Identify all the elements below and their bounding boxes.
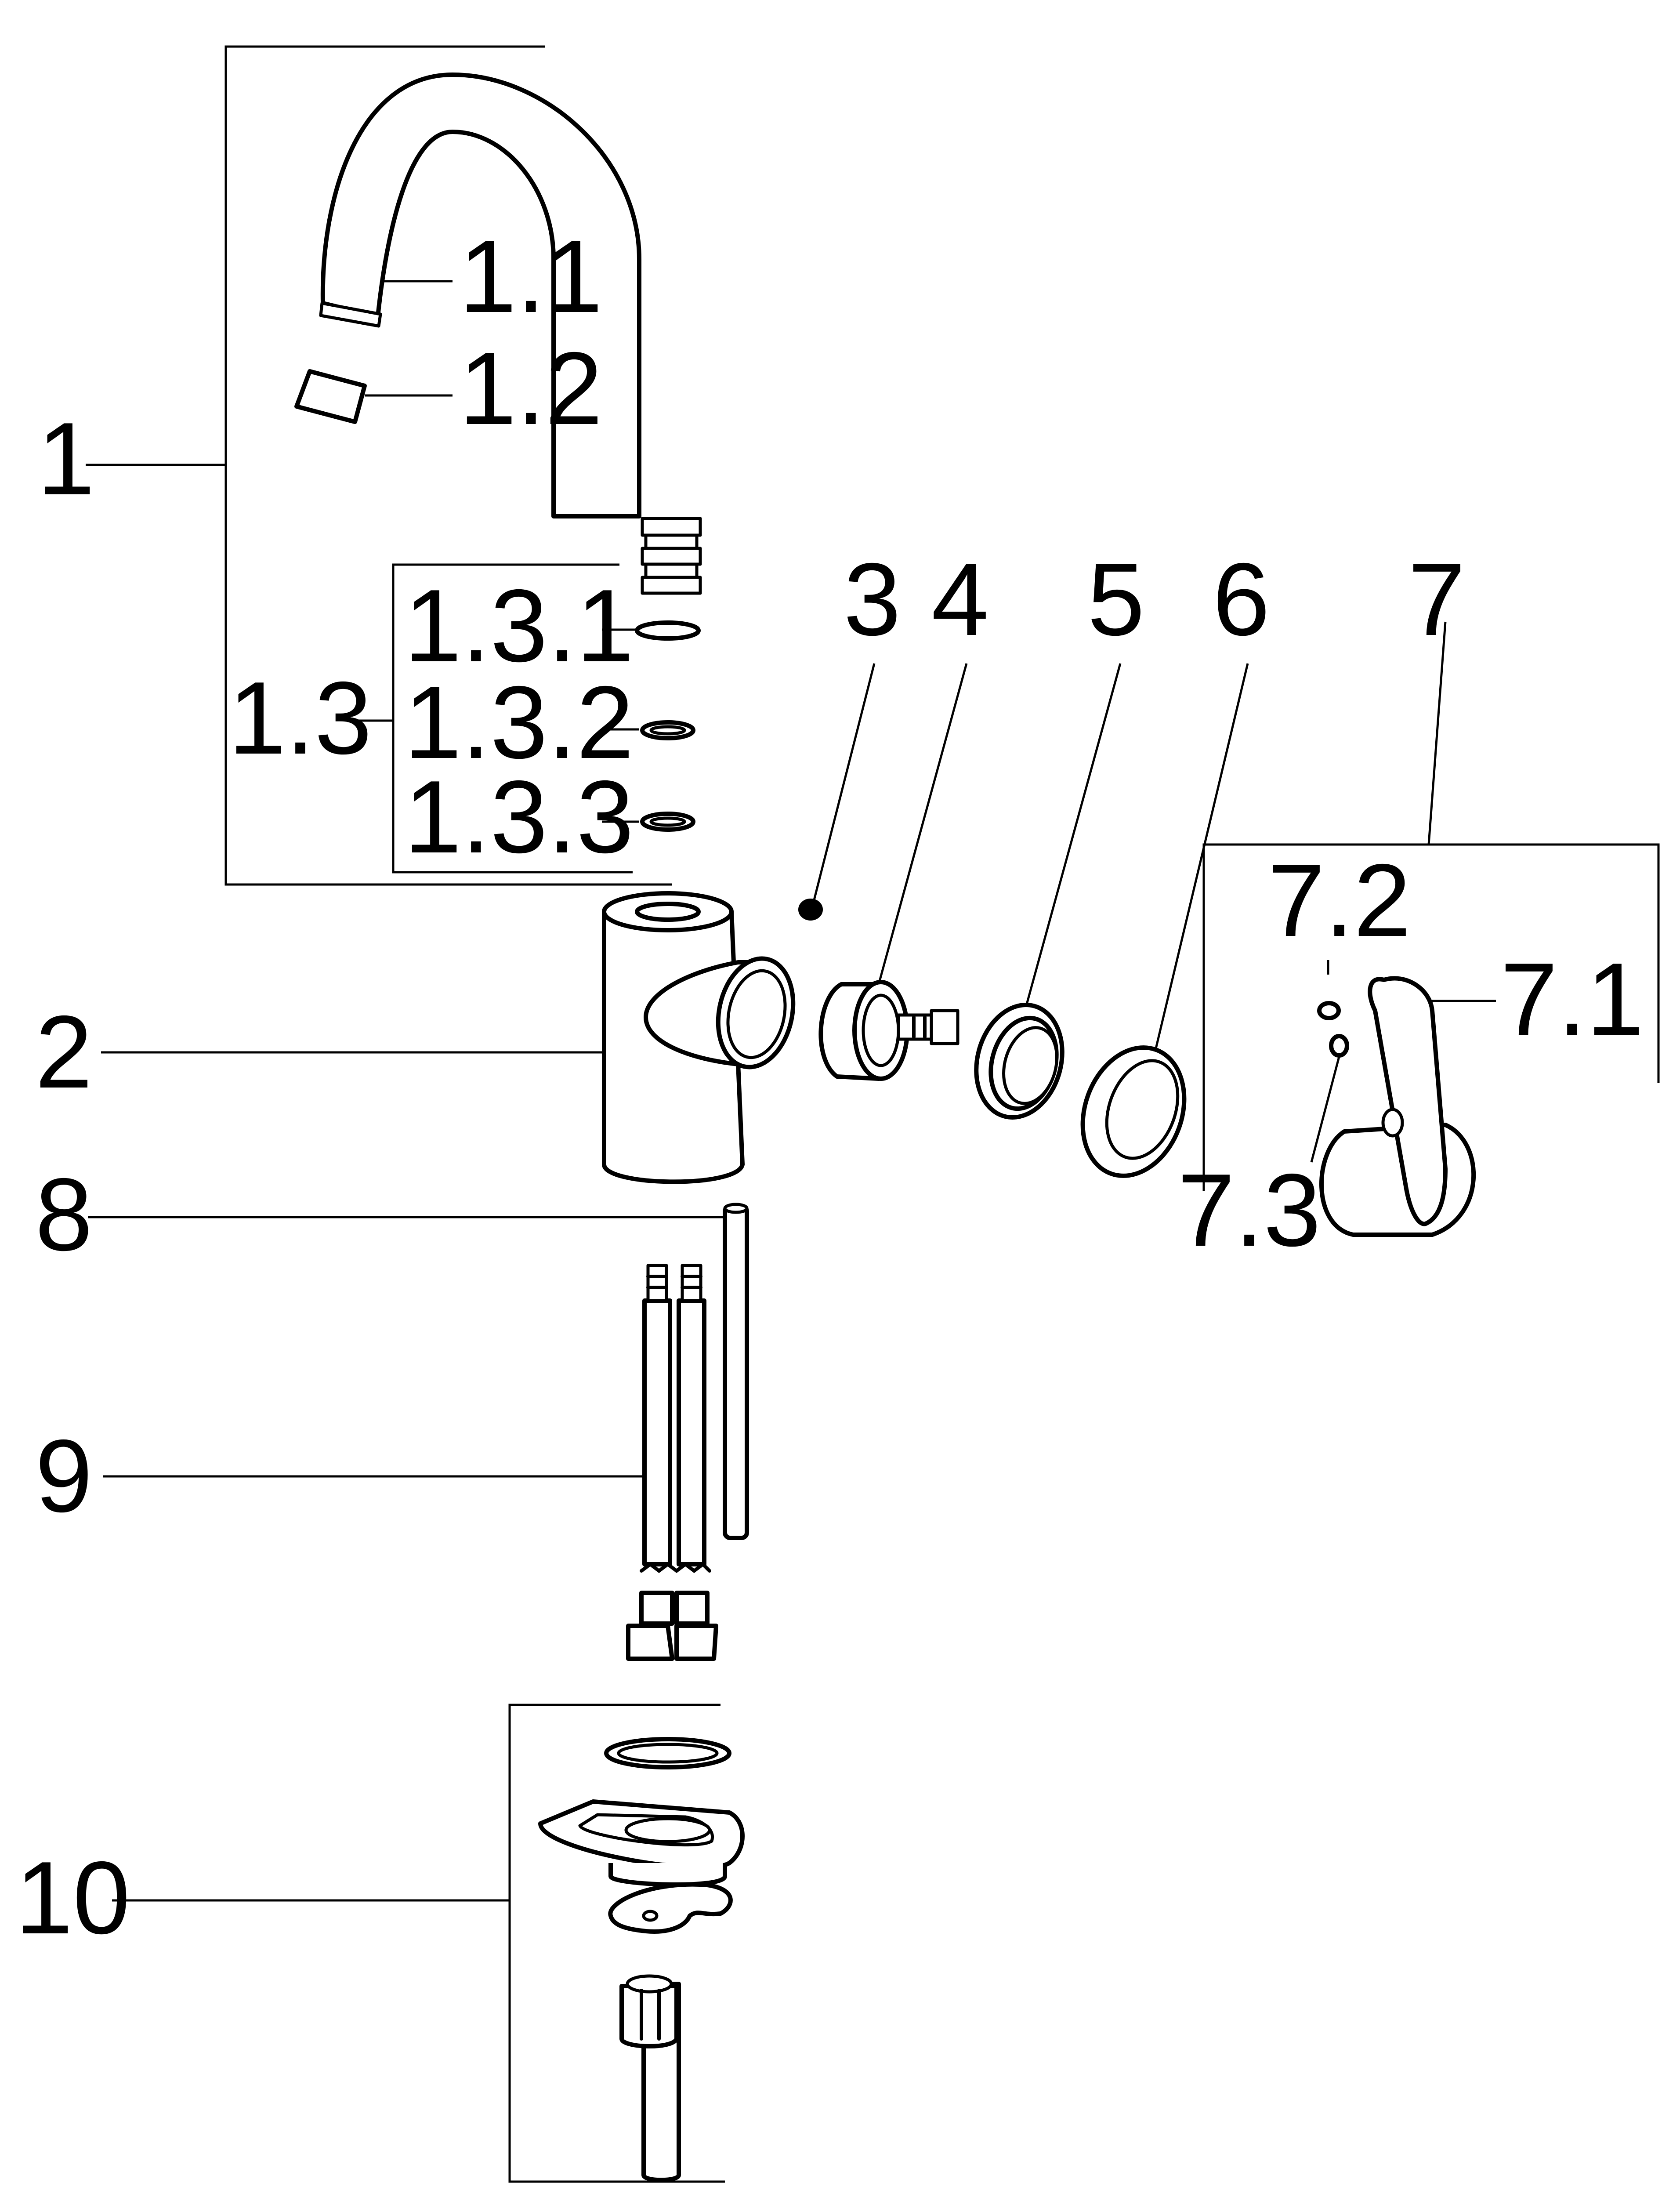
mounting-kit xyxy=(538,1737,745,2182)
spout xyxy=(319,73,702,595)
threaded-ring xyxy=(974,1003,1064,1120)
label-4: 4 xyxy=(931,541,989,657)
label-3: 3 xyxy=(844,541,901,657)
label-1: 1 xyxy=(37,401,95,516)
label-1-3-3: 1.3.3 xyxy=(404,759,634,874)
lever-handle xyxy=(1319,976,1476,1237)
supply-hoses xyxy=(626,1264,718,1661)
faucet-body xyxy=(602,891,796,1184)
label-1-1: 1.1 xyxy=(459,218,603,334)
callout-labels: 1 1.1 1.2 1.3 1.3.1 1.3.2 1.3.3 2 3 4 5 … xyxy=(15,218,1644,1955)
label-7-2: 7.2 xyxy=(1267,842,1411,958)
label-1-3-2: 1.3.2 xyxy=(404,664,634,780)
label-1-3: 1.3 xyxy=(228,660,372,776)
label-5: 5 xyxy=(1087,541,1145,657)
label-1-2: 1.2 xyxy=(459,330,603,446)
label-7-3: 7.3 xyxy=(1177,1152,1321,1268)
grub-screw xyxy=(798,899,823,921)
label-10: 10 xyxy=(15,1840,130,1955)
label-6: 6 xyxy=(1213,541,1270,657)
cartridge xyxy=(818,980,959,1081)
label-7-1: 7.1 xyxy=(1500,941,1644,1057)
label-2: 2 xyxy=(35,994,93,1109)
handle-screws xyxy=(1317,1001,1349,1058)
label-9: 9 xyxy=(35,1418,93,1534)
label-8: 8 xyxy=(35,1157,93,1272)
cover-cap xyxy=(1080,1045,1187,1178)
o-rings xyxy=(635,620,701,832)
aerator xyxy=(294,369,367,424)
threaded-rod xyxy=(723,1203,749,1540)
label-7: 7 xyxy=(1408,541,1466,657)
label-1-3-1: 1.3.1 xyxy=(404,568,634,683)
